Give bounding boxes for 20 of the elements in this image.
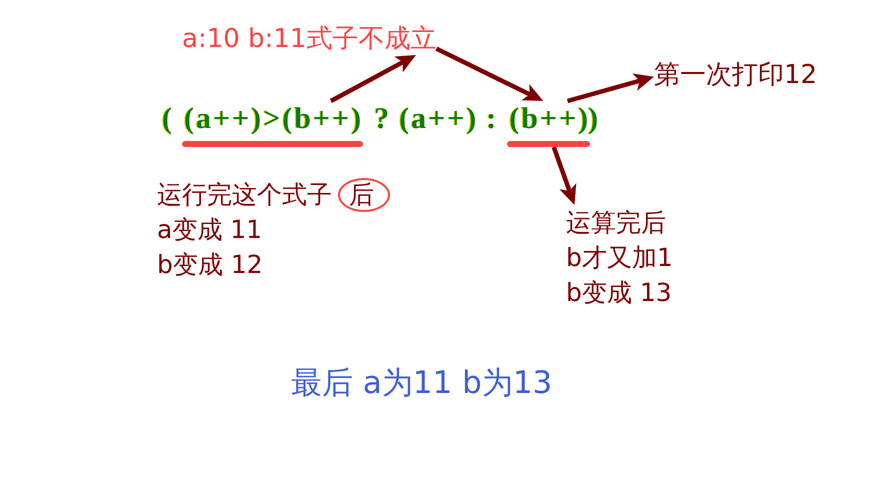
annotation-text: 第一次打印12	[654, 58, 818, 92]
code-text: (a++)	[399, 101, 478, 137]
code-text: :	[486, 101, 498, 137]
summary-text: 最后 a为11 b为13	[291, 364, 552, 402]
code-text: )	[588, 101, 600, 137]
note-text: a变成 11	[157, 214, 262, 246]
code-text: (a++)>(b++)	[184, 101, 364, 147]
arrow	[435, 46, 544, 102]
note-text: b变成 12	[157, 249, 263, 281]
note-text: 运行完这个式子后	[157, 177, 390, 212]
arrow	[552, 146, 576, 206]
annotation-text: a:10 b:11式子不成立	[182, 23, 436, 55]
code-text: ?	[374, 101, 392, 137]
arrow	[330, 55, 416, 103]
note-text: b变成 13	[566, 277, 672, 309]
note-text: 运算完后	[566, 207, 666, 239]
note-text: b才又加1	[566, 242, 673, 274]
code-text: (	[162, 101, 174, 137]
code-text: (b++)	[509, 101, 590, 147]
arrow	[566, 73, 654, 104]
